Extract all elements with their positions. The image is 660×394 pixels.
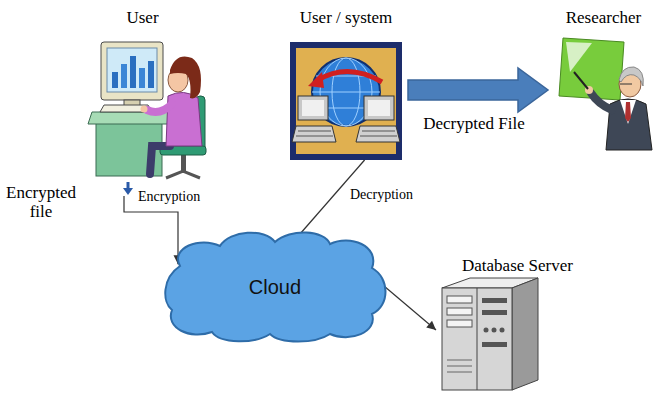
left-keyboard bbox=[292, 126, 336, 142]
server-front bbox=[442, 288, 512, 390]
right-monitor bbox=[364, 96, 394, 120]
key-row bbox=[296, 136, 333, 137]
man-glasses bbox=[620, 84, 632, 85]
edge-label: Encryption bbox=[136, 188, 202, 205]
cloud-label: Cloud bbox=[249, 275, 301, 299]
figure-heading: Researcher bbox=[548, 8, 659, 28]
block-arrow-shape bbox=[408, 68, 548, 112]
chair-legs bbox=[166, 171, 200, 178]
file-label: Encrypted file bbox=[2, 183, 80, 221]
woman-legs bbox=[150, 146, 170, 174]
drive-bay bbox=[447, 320, 472, 327]
small-arrow-head bbox=[123, 188, 133, 195]
button bbox=[484, 328, 489, 333]
woman-hand bbox=[141, 106, 148, 113]
left-monitor bbox=[298, 96, 328, 120]
chart-bar bbox=[139, 68, 145, 88]
user-clipart bbox=[88, 42, 206, 195]
figure-heading: User bbox=[81, 8, 204, 28]
chart-bar bbox=[130, 56, 136, 88]
slot bbox=[482, 342, 507, 347]
right-keyboard bbox=[356, 126, 400, 142]
man-hair bbox=[619, 67, 643, 86]
edge-label: Decryption bbox=[348, 186, 415, 203]
left-screen bbox=[302, 100, 324, 116]
cloud-shape: Cloud bbox=[160, 228, 390, 345]
network-figure: User / system bbox=[284, 8, 408, 160]
pointer bbox=[574, 72, 588, 89]
vent bbox=[447, 360, 472, 361]
man-arm bbox=[591, 93, 612, 110]
chart-bar bbox=[121, 64, 127, 88]
woman-arm bbox=[147, 104, 172, 112]
slot bbox=[482, 310, 507, 315]
server-figure: Database Server bbox=[436, 256, 599, 390]
block-arrow bbox=[408, 68, 548, 112]
arrow-head bbox=[426, 321, 436, 330]
button bbox=[492, 328, 497, 333]
connector bbox=[124, 196, 183, 264]
cloud-outline-path bbox=[165, 232, 385, 341]
researcher-clipart bbox=[559, 38, 652, 150]
connector-line bbox=[124, 196, 178, 264]
man-tie bbox=[625, 102, 631, 122]
globe-parallel bbox=[312, 92, 380, 93]
board-glare bbox=[566, 42, 592, 72]
monitor bbox=[101, 42, 163, 100]
key-row bbox=[298, 131, 331, 132]
key-row bbox=[360, 136, 397, 137]
figure-heading: User / system bbox=[284, 8, 408, 28]
researcher-figure: Researcher bbox=[548, 8, 659, 152]
server-side bbox=[512, 278, 538, 390]
server-divider bbox=[477, 288, 478, 390]
board bbox=[559, 38, 624, 100]
frame bbox=[290, 42, 402, 160]
key-row bbox=[362, 131, 395, 132]
drive-bay bbox=[447, 296, 472, 303]
keyboard bbox=[100, 105, 152, 112]
chart-bar bbox=[112, 72, 118, 88]
drive-bay bbox=[447, 308, 472, 315]
small-arrow-shaft bbox=[127, 182, 130, 189]
woman-hair bbox=[170, 57, 201, 99]
server-clipart bbox=[442, 278, 538, 390]
chart-bar bbox=[148, 61, 154, 88]
vent bbox=[447, 372, 472, 373]
monitor-screen bbox=[107, 48, 157, 92]
vent bbox=[447, 366, 472, 367]
man-shirt bbox=[620, 100, 636, 124]
red-arrow-head bbox=[308, 72, 324, 88]
network-clipart bbox=[290, 42, 402, 160]
slot bbox=[482, 298, 507, 303]
right-screen bbox=[368, 100, 390, 116]
figure-heading: Database Server bbox=[436, 256, 599, 276]
connector-line bbox=[384, 286, 436, 330]
connector bbox=[384, 286, 436, 330]
user-figure: User bbox=[81, 8, 204, 196]
edge-label: Decrypted File bbox=[421, 114, 527, 134]
red-arrow bbox=[318, 71, 382, 82]
button bbox=[500, 328, 505, 333]
